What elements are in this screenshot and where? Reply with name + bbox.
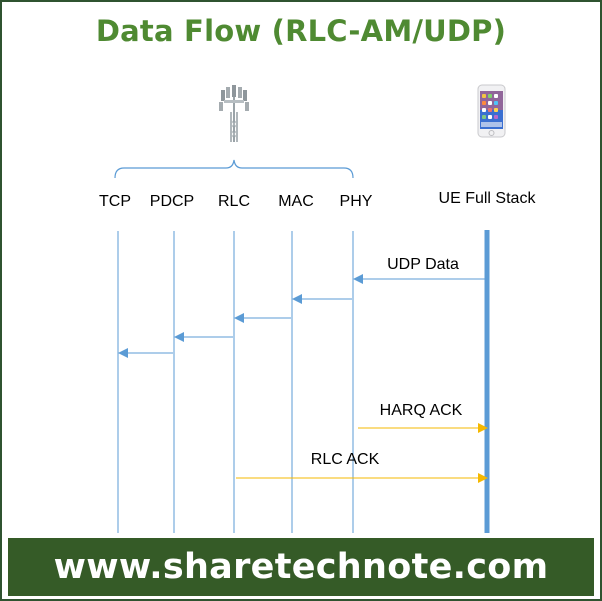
message-label-harq-ack: HARQ ACK <box>380 402 463 419</box>
message-label-rlc-ack: RLC ACK <box>311 451 380 468</box>
footer-url: www.sharetechnote.com <box>53 547 549 587</box>
diagram-title: Data Flow (RLC-AM/UDP) <box>95 14 507 48</box>
footer-banner: www.sharetechnote.com <box>8 538 594 596</box>
layer-label-mac: MAC <box>278 193 314 210</box>
layer-group-brace <box>114 159 354 179</box>
layer-label-tcp: TCP <box>99 193 131 210</box>
ue-label: UE Full Stack <box>439 190 537 207</box>
smartphone-icon <box>477 84 506 138</box>
layer-label-phy: PHY <box>340 193 373 210</box>
layer-label-pdcp: PDCP <box>150 193 194 210</box>
message-label-udp-data: UDP Data <box>387 256 459 273</box>
layer-label-rlc: RLC <box>218 193 250 210</box>
cell-tower-icon <box>219 85 249 142</box>
